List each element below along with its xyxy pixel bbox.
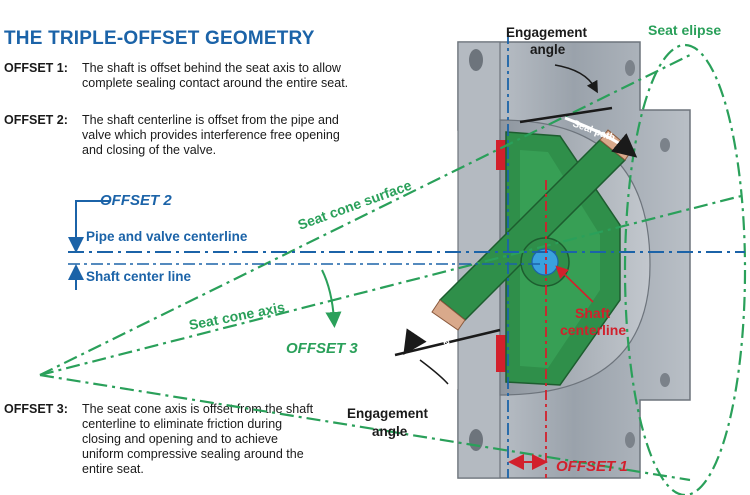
engagement-angle-top-label-1: Engagement bbox=[506, 25, 588, 40]
offset-2-description: OFFSET 2: The shaft centerline is offset… bbox=[4, 113, 349, 158]
shaft-centerline-label-1: Shaft bbox=[575, 305, 610, 321]
offset-3-text: The seat cone axis is offset from the sh… bbox=[82, 402, 314, 476]
engagement-angle-bottom-label-2: angle bbox=[372, 424, 408, 439]
engagement-angle-top-label-2: angle bbox=[530, 42, 566, 57]
page-title: THE TRIPLE-OFFSET GEOMETRY bbox=[4, 28, 315, 49]
shaft-centerline-label-2: centerline bbox=[560, 322, 626, 338]
offset-2-label: OFFSET 2: bbox=[4, 113, 68, 127]
seat-cone-lines bbox=[39, 54, 746, 482]
seat-cone-surface-label: Seat cone surface bbox=[296, 177, 414, 233]
offset-1-text: The shaft is offset behind the seat axis… bbox=[82, 61, 349, 90]
offset-3-description: OFFSET 3: The seat cone axis is offset f… bbox=[4, 402, 314, 477]
pipe-centerline-label: Pipe and valve centerline bbox=[86, 229, 248, 244]
offset-1-diagram-label: OFFSET 1 bbox=[556, 458, 628, 475]
shaft-icon bbox=[531, 248, 559, 276]
offset-3-label: OFFSET 3: bbox=[4, 402, 68, 416]
offset-1-label: OFFSET 1: bbox=[4, 61, 68, 75]
offset-2-diagram-label: OFFSET 2 bbox=[100, 192, 172, 209]
engagement-angle-bottom-label-1: Engagement bbox=[347, 406, 429, 421]
offset-2-text: The shaft centerline is offset from the … bbox=[82, 113, 340, 157]
seat-cone-axis-label: Seat cone axis bbox=[188, 299, 287, 333]
offset-3-diagram-label: OFFSET 3 bbox=[286, 340, 358, 357]
seat-elipse-label: Seat elipse bbox=[648, 22, 721, 38]
seat-ellipse bbox=[623, 43, 747, 495]
shaft-center-line-label: Shaft center line bbox=[86, 269, 192, 284]
offset-1-description: OFFSET 1: The shaft is offset behind the… bbox=[4, 61, 349, 91]
